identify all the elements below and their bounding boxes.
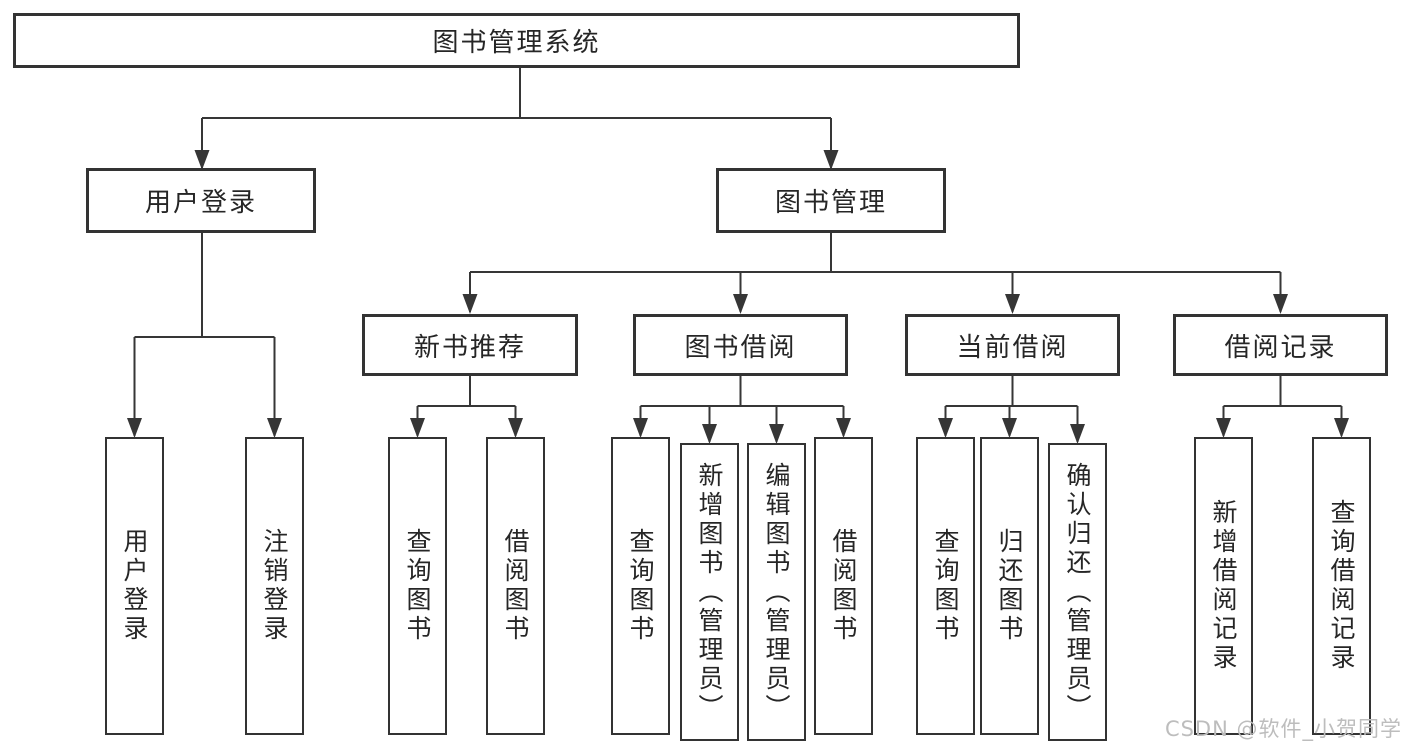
watermark: CSDN @软件_小贺同学: [1164, 717, 1402, 741]
node-user-login-label: 用户登录: [144, 188, 257, 218]
node-root-label: 图书管理系统: [432, 28, 601, 58]
leaf-add-book-admin: 新增图书（管理员）: [680, 443, 739, 741]
leaf-label: 借阅图书: [829, 528, 858, 644]
node-current-borrowing-label: 当前借阅: [956, 332, 1069, 363]
leaf-label: 查询借阅记录: [1327, 499, 1356, 673]
node-book-management-label: 图书管理: [774, 188, 887, 218]
node-current-borrowing: 当前借阅: [905, 314, 1120, 376]
leaf-query-books-borrowing: 查询图书: [611, 437, 670, 735]
leaf-label: 编辑图书（管理员）: [762, 461, 791, 723]
leaf-borrow-books-recommend: 借阅图书: [486, 437, 545, 735]
leaf-label: 确认归还（管理员）: [1063, 461, 1092, 723]
leaf-edit-book-admin: 编辑图书（管理员）: [747, 443, 806, 741]
leaf-label: 查询图书: [403, 528, 432, 644]
leaf-confirm-return-admin: 确认归还（管理员）: [1048, 443, 1107, 741]
node-new-book-recommend-label: 新书推荐: [413, 332, 526, 363]
leaf-label: 查询图书: [626, 528, 655, 644]
leaf-add-borrow-record: 新增借阅记录: [1194, 437, 1253, 735]
leaf-logout: 注销登录: [245, 437, 304, 735]
node-new-book-recommend: 新书推荐: [362, 314, 578, 376]
node-user-login: 用户登录: [86, 168, 316, 233]
node-book-borrowing: 图书借阅: [633, 314, 848, 376]
leaf-label: 归还图书: [995, 528, 1024, 644]
node-book-borrowing-label: 图书借阅: [684, 332, 797, 363]
leaf-user-login: 用户登录: [105, 437, 164, 735]
leaf-label: 注销登录: [260, 528, 289, 644]
leaf-return-book: 归还图书: [980, 437, 1039, 735]
node-borrowing-records-label: 借阅记录: [1224, 332, 1337, 363]
leaf-borrow-books-borrowing: 借阅图书: [814, 437, 873, 735]
leaf-label: 用户登录: [120, 528, 149, 644]
leaf-label: 新增借阅记录: [1209, 499, 1238, 673]
leaf-query-books-recommend: 查询图书: [388, 437, 447, 735]
node-borrowing-records: 借阅记录: [1173, 314, 1388, 376]
leaf-label: 查询图书: [931, 528, 960, 644]
leaf-label: 借阅图书: [501, 528, 530, 644]
leaf-label: 新增图书（管理员）: [695, 461, 724, 723]
node-book-management: 图书管理: [716, 168, 946, 233]
leaf-query-books-current: 查询图书: [916, 437, 975, 735]
leaf-query-borrow-record: 查询借阅记录: [1312, 437, 1371, 735]
node-root: 图书管理系统: [13, 13, 1020, 68]
